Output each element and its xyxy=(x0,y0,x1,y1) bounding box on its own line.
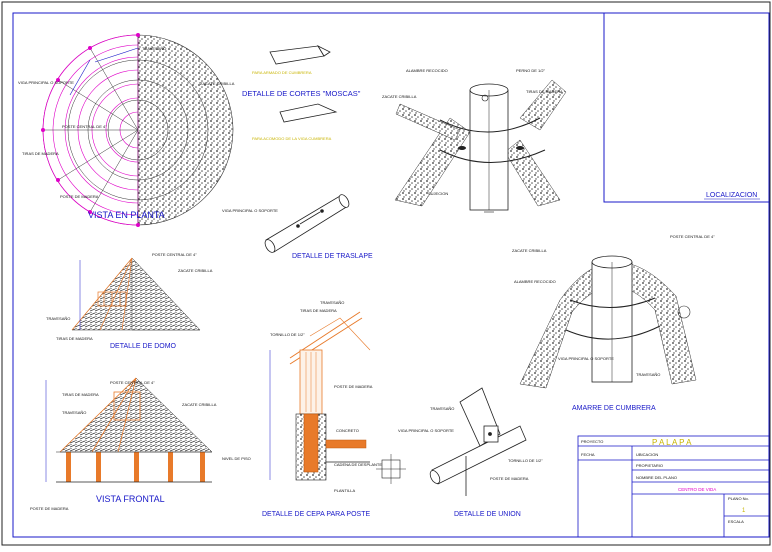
tb-proyecto-label: PROYECTO xyxy=(581,439,603,444)
union-note-viga: VIGA PRINCIPAL O SOPORTE xyxy=(398,428,454,433)
union-note-travesano: TRAVESAÑO xyxy=(430,406,454,411)
poste-detail-drawing xyxy=(394,79,567,213)
poste-note-tiras: TIRAS DE MADERA xyxy=(526,89,563,94)
corte-b-note: PARA ACOMODO DE LA VIGA CUMBRERA xyxy=(252,136,332,141)
tb-plano-value: CENTRO DE VIDA xyxy=(678,487,716,492)
plan-note-poste-madera: POSTE DE MADERA xyxy=(60,194,99,199)
front-note-poste: POSTE CENTRAL DE 4" xyxy=(110,380,155,385)
union-note-poste: POSTE DE MADERA xyxy=(490,476,529,481)
cepa-note-cadena: CADENA DE DESPLANTE xyxy=(334,462,382,467)
domo-note-zacate: ZACATE CRIBILLA xyxy=(178,268,213,273)
cumbrera-note-travesano: TRAVESAÑO xyxy=(636,372,660,377)
cumbrera-drawing xyxy=(519,255,697,389)
tb-escala-label: ESCALA xyxy=(728,519,744,524)
domo-drawing xyxy=(71,257,201,331)
union-drawing xyxy=(429,387,527,496)
traslape-drawing xyxy=(264,194,350,253)
corte-a-note: PARA ARMADO DE CUMBRERA xyxy=(252,70,312,75)
tb-plano-label: NOMBRE DEL PLANO xyxy=(636,475,677,480)
tb-plano-num: 1 xyxy=(742,508,746,514)
poste-note-zacate: ZACATE CRIBILLA xyxy=(382,94,417,99)
domo-note-tiras: TIRAS DE MADERA xyxy=(56,336,93,341)
plan-note-viga: VIGA PRINCIPAL O SOPORTE xyxy=(18,80,74,85)
front-note-tiras: TIRAS DE MADERA xyxy=(62,392,99,397)
cumbrera-note-poste: POSTE CENTRAL DE 4" xyxy=(670,234,715,239)
localizacion-title: LOCALIZACION xyxy=(706,192,757,199)
cumbrera-note-alambre: ALAMBRE RECOCIDO xyxy=(514,279,556,284)
cepa-note-tiras: TIRAS DE MADERA xyxy=(300,308,337,313)
cumbrera-note-viga: VIGA PRINCIPAL O SOPORTE xyxy=(558,356,614,361)
cortes-drawing xyxy=(269,45,338,123)
detalle-union-title: DETALLE DE UNION xyxy=(454,511,521,518)
union-note-tornillo: TORNILLO DE 1/2" xyxy=(508,458,543,463)
front-note-zacate: ZACATE CRIBILLA xyxy=(182,402,217,407)
localizacion-box xyxy=(603,12,770,203)
plan-note-poste: POSTE CENTRAL DE 4" xyxy=(62,124,107,129)
detalle-cortes-title: DETALLE DE CORTES "MOSCAS" xyxy=(242,89,361,98)
tb-plano-num-label: PLANO No. xyxy=(728,496,749,501)
plan-note-zacate: ZACATE CRIBILLA xyxy=(200,81,235,86)
cepa-note-poste: POSTE DE MADERA xyxy=(334,384,373,389)
cepa-drawing xyxy=(269,311,406,484)
tb-ubicacion-label: UBICACION xyxy=(636,452,658,457)
poste-note-perno: PERNO DE 1/2" xyxy=(516,68,546,73)
plan-note-tiras: TIRAS DE MADERA xyxy=(22,151,59,156)
cepa-note-tornillo: TORNILLO DE 1/2" xyxy=(270,332,305,337)
vista-planta-title: VISTA EN PLANTA xyxy=(88,210,165,220)
front-note-travesano: TRAVESAÑO xyxy=(62,410,86,415)
cepa-note-concreto: CONCRETO xyxy=(336,428,359,433)
plan-note-travesano: TRAVESAÑO xyxy=(142,46,166,51)
tb-proyecto-value: P A L A P A xyxy=(652,438,692,447)
domo-note-travesano: TRAVESAÑO xyxy=(46,316,70,321)
front-note-poste-madera: POSTE DE MADERA xyxy=(30,506,69,511)
front-note-nivel: NIVEL DE PISO xyxy=(222,456,251,461)
domo-note-poste: POSTE CENTRAL DE 4" xyxy=(152,252,197,257)
cepa-note-plantilla: PLANTILLA xyxy=(334,488,355,493)
inner-border xyxy=(12,12,770,538)
tb-fecha-label: FECHA xyxy=(581,452,595,457)
vista-frontal-title: VISTA FRONTAL xyxy=(96,494,165,504)
front-view-drawing xyxy=(45,377,213,483)
poste-note-alambre: ALAMBRE RECOCIDO xyxy=(406,68,448,73)
traslape-note: VIGA PRINCIPAL O SOPORTE xyxy=(222,208,278,213)
cumbrera-note-zacate: ZACATE CRIBILLA xyxy=(512,248,547,253)
poste-note-sujecion: SUJECION xyxy=(428,191,448,196)
detalle-cepa-title: DETALLE DE CEPA PARA POSTE xyxy=(262,511,370,518)
detalle-traslape-title: DETALLE DE TRASLAPE xyxy=(292,253,373,260)
detalle-domo-title: DETALLE DE DOMO xyxy=(110,343,177,350)
cepa-note-travesano: TRAVESAÑO xyxy=(320,300,344,305)
title-block xyxy=(577,435,770,538)
amarre-cumbrera-title: AMARRE DE CUMBRERA xyxy=(572,405,656,412)
tb-propietario-label: PROPIETARIO xyxy=(636,463,663,468)
plan-view-drawing xyxy=(41,33,234,227)
